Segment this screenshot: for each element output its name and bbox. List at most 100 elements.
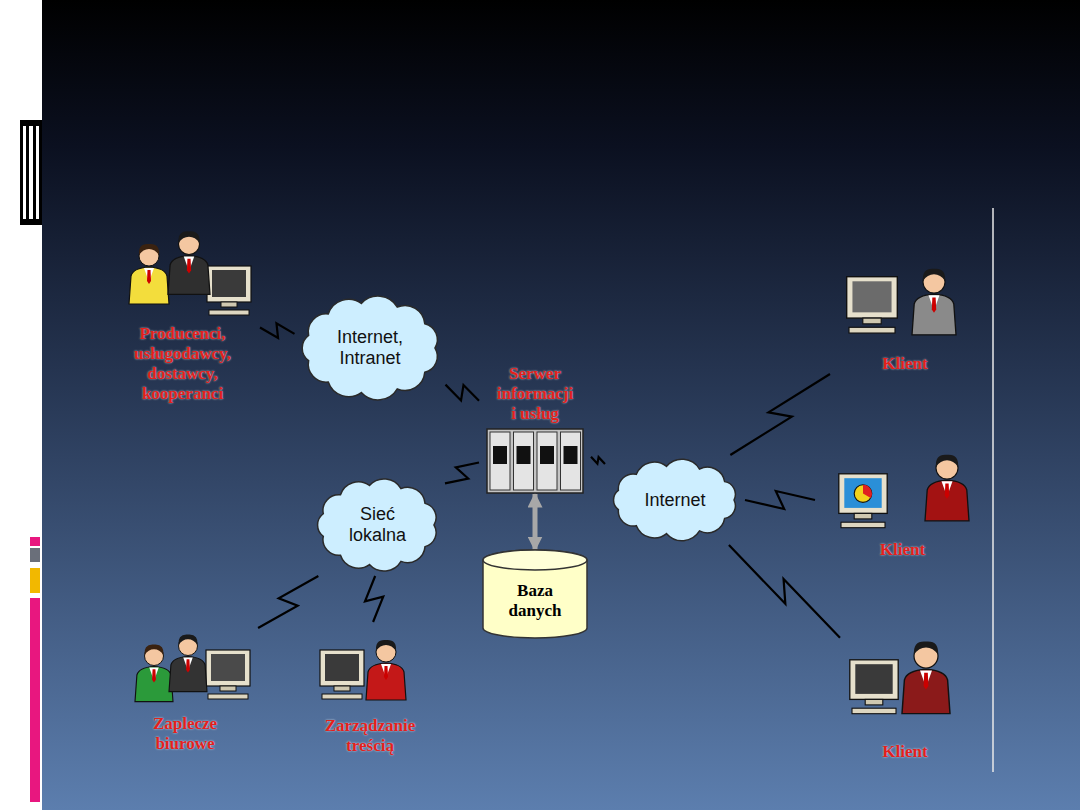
- keyboard: [852, 708, 896, 714]
- cylinder-top: [483, 550, 587, 570]
- monitor-case: [206, 650, 250, 686]
- keyboard: [849, 327, 895, 333]
- person-tie: [932, 297, 936, 312]
- corner-icon-stripe: [29, 126, 33, 219]
- cloud-label: Internet, Intranet: [323, 327, 418, 369]
- network-cloud: Sieć lokalna: [310, 474, 445, 576]
- monitor-stand: [854, 513, 872, 519]
- monitor-screen: [212, 270, 246, 297]
- person-tie: [384, 666, 388, 680]
- person-tie: [924, 673, 929, 690]
- computer-icon: [206, 650, 250, 699]
- server-icon: [486, 428, 584, 494]
- cloud-outline: [302, 296, 437, 400]
- computer-icon: [320, 650, 364, 699]
- person-hair: [144, 645, 163, 656]
- cloud-label: Sieć lokalna: [342, 504, 414, 546]
- server-label: Serwer informacji i usług: [493, 364, 577, 424]
- monitor-case: [847, 277, 898, 318]
- monitor-screen: [211, 654, 245, 681]
- person-icon: [925, 455, 969, 521]
- monitor-case: [850, 660, 898, 700]
- computer-icon: [207, 266, 251, 315]
- monitor-screen: [844, 478, 881, 508]
- database-cylinder: Baza danych: [482, 550, 588, 638]
- client-figure: Klient: [840, 622, 970, 762]
- server-slot: [540, 446, 554, 464]
- person-suit: [912, 294, 956, 335]
- monitor-stand: [221, 302, 237, 307]
- person-tie: [152, 669, 156, 682]
- person-tie: [945, 483, 949, 498]
- person-suit: [129, 267, 169, 304]
- server-slot: [517, 446, 531, 464]
- person-icon: [902, 642, 950, 714]
- screen-chart: [854, 485, 872, 503]
- data-arrow: [533, 494, 538, 550]
- lightning-link: [260, 323, 295, 338]
- monitor-screen: [852, 281, 891, 312]
- keyboard: [841, 522, 885, 528]
- monitor-screen: [325, 654, 359, 681]
- person-suit: [925, 480, 969, 521]
- clipart: [300, 622, 440, 714]
- keyboard: [208, 694, 248, 699]
- database-label: Baza danych: [495, 581, 575, 621]
- corner-icon: [20, 120, 42, 225]
- lightning-link: [365, 576, 383, 622]
- lightning-link: [591, 457, 605, 464]
- client-figure: Klient: [815, 440, 990, 560]
- network-cloud: Internet, Intranet: [295, 292, 446, 404]
- person-suit: [902, 669, 950, 713]
- content-manager-figure: Zarządzanie treścią: [300, 622, 440, 756]
- person-icon: [129, 244, 169, 304]
- lightning-link: [445, 462, 479, 483]
- monitor-stand: [334, 686, 350, 691]
- clipart: [830, 252, 980, 352]
- lightning-link: [730, 374, 830, 455]
- person-hair: [178, 231, 199, 243]
- server-slot: [564, 446, 578, 464]
- person-hair: [376, 640, 396, 651]
- person-suit: [168, 256, 210, 295]
- monitor-case: [839, 474, 887, 514]
- monitor-case: [320, 650, 364, 686]
- person-icon: [169, 635, 207, 692]
- accent-bar: [30, 537, 40, 546]
- server-slot: [493, 446, 507, 464]
- monitor-screen: [855, 664, 892, 694]
- computer-icon: [850, 660, 898, 714]
- corner-icon-stripe: [23, 126, 26, 219]
- person-tie: [187, 259, 191, 274]
- left-margin: [0, 0, 42, 810]
- lightning-link: [446, 385, 480, 401]
- monitor-stand: [863, 318, 881, 324]
- clipart: [815, 440, 990, 538]
- person-hair: [178, 635, 197, 646]
- person-suit: [135, 666, 173, 701]
- person-suit: [366, 663, 406, 700]
- figure-label: Klient: [835, 354, 975, 374]
- lightning-link: [745, 491, 815, 509]
- corner-icon-stripe: [36, 126, 39, 219]
- monitor-stand: [220, 686, 236, 691]
- clipart: [110, 628, 260, 712]
- accent-bar: [30, 568, 40, 593]
- person-icon: [912, 269, 956, 335]
- keyboard: [322, 694, 362, 699]
- divider-line: [992, 208, 994, 772]
- monitor-stand: [865, 699, 883, 705]
- person-icon: [366, 640, 406, 700]
- server-box: Serwer informacji i usług: [479, 362, 591, 494]
- cloud-outline: [614, 459, 736, 540]
- screen-chart: [863, 485, 872, 498]
- person-hair: [936, 455, 958, 467]
- figure-label: Klient: [833, 540, 973, 560]
- accent-bar: [30, 598, 40, 802]
- partners-figure: Producenci, usługodawcy, dostawcy, koope…: [105, 222, 260, 404]
- computer-icon: [847, 277, 898, 333]
- figure-label: Zarządzanie treścią: [310, 716, 430, 756]
- figure-label: Klient: [845, 742, 965, 762]
- person-icon: [135, 645, 173, 702]
